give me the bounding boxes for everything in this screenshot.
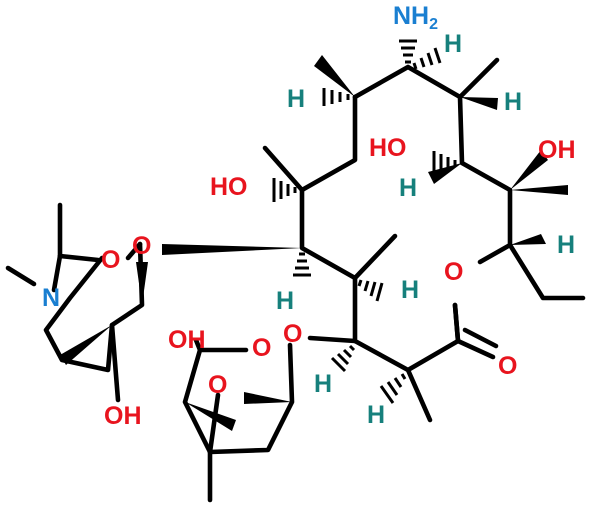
- ring-bond-ester: [452, 302, 461, 344]
- label-o-glyco-bottom: O: [283, 320, 302, 348]
- ring-bonds-left: [299, 94, 358, 193]
- bottom-sugar-oh: [193, 337, 203, 353]
- hash-h-left-upper: [322, 88, 350, 106]
- label-h-ester: H: [557, 231, 575, 259]
- atom-labels: NH2 H H H HO OH H HO O H H H O O N OH OH…: [42, 2, 576, 430]
- label-n-left: N: [42, 284, 60, 312]
- macrolactone-ring: [299, 64, 586, 373]
- label-h-bottom: H: [367, 401, 385, 429]
- label-oh-sugar-left: OH: [104, 402, 142, 430]
- wedge-h-center: [428, 163, 462, 184]
- left-sugar-o-c: [125, 241, 143, 261]
- hash-h-lower: [330, 344, 356, 373]
- glycosidic-bond-bottom: [307, 335, 358, 344]
- label-h-center: H: [399, 174, 417, 202]
- label-ho-left: HO: [210, 173, 248, 201]
- wedge-methyl-upper-left: [314, 55, 355, 97]
- methyl-center-left: [262, 145, 305, 193]
- left-sugar-ring: [43, 241, 145, 373]
- hash-ho-center: [432, 151, 457, 175]
- methyl-upper-right: [457, 57, 500, 100]
- bottom-sugar: [182, 337, 295, 503]
- label-o-sugar-bottom-top: O: [252, 334, 271, 362]
- hash-h-top: [412, 47, 442, 70]
- wedge-left-sugar-2: [60, 325, 112, 365]
- left-sugar: [5, 202, 148, 403]
- label-o-glyco-left: O: [132, 232, 151, 260]
- label-o-sugar-bottom-mid: O: [208, 371, 227, 399]
- label-h-left-upper: H: [287, 85, 305, 113]
- label-oh-right: OH: [538, 136, 576, 164]
- wedge-glycosidic-left: [162, 244, 302, 255]
- left-sugar-oh-bond: [109, 322, 121, 403]
- wedge-methyl-right: [510, 185, 568, 195]
- bottom-sugar-ring: [182, 342, 295, 455]
- carbonyl-bond-2: [462, 327, 499, 349]
- hash-h-mid-left: [293, 252, 311, 277]
- wedge-oh-right: [510, 150, 548, 190]
- label-h-top: H: [444, 30, 462, 58]
- left-sugar-methyl-2: [5, 265, 37, 287]
- wedge-ester: [510, 234, 546, 245]
- methyl-bottom: [405, 367, 433, 423]
- label-o-ring: O: [444, 258, 463, 286]
- label-o-sugar-left: O: [101, 246, 120, 274]
- label-ho-center: HO: [369, 134, 407, 162]
- substituent-bonds: [262, 57, 500, 423]
- wedge-bottom-sugar-1: [244, 392, 292, 404]
- label-h-mid-left: H: [276, 287, 294, 315]
- wedge-bonds: [162, 55, 568, 255]
- hash-h-bottom: [379, 373, 407, 404]
- label-oh-sugar-bottom: OH: [168, 326, 206, 354]
- carbonyl-bond-1: [455, 338, 496, 360]
- wedge-bottom-sugar-2: [185, 402, 236, 431]
- hash-nh2: [399, 39, 417, 64]
- methyl-mid: [352, 233, 398, 281]
- left-sugar-bond-n: [51, 253, 63, 293]
- ring-bonds-lower: [299, 187, 461, 373]
- ring-bonds-right: [507, 242, 586, 301]
- label-h-mid: H: [401, 276, 419, 304]
- label-h-right-upper: H: [504, 88, 522, 116]
- wedge-h-right-upper: [460, 97, 498, 110]
- hash-h-mid: [357, 279, 384, 302]
- label-h-lower: H: [314, 370, 332, 398]
- bottom-sugar-o-bridge: [207, 392, 221, 455]
- label-nh2: NH2: [393, 2, 438, 33]
- hashed-bonds: [272, 39, 457, 404]
- hash-ho-left: [272, 178, 297, 202]
- label-o-carbonyl: O: [498, 352, 517, 380]
- left-sugar-bond-c-o: [57, 253, 101, 263]
- wedge-left-sugar-1: [136, 262, 148, 305]
